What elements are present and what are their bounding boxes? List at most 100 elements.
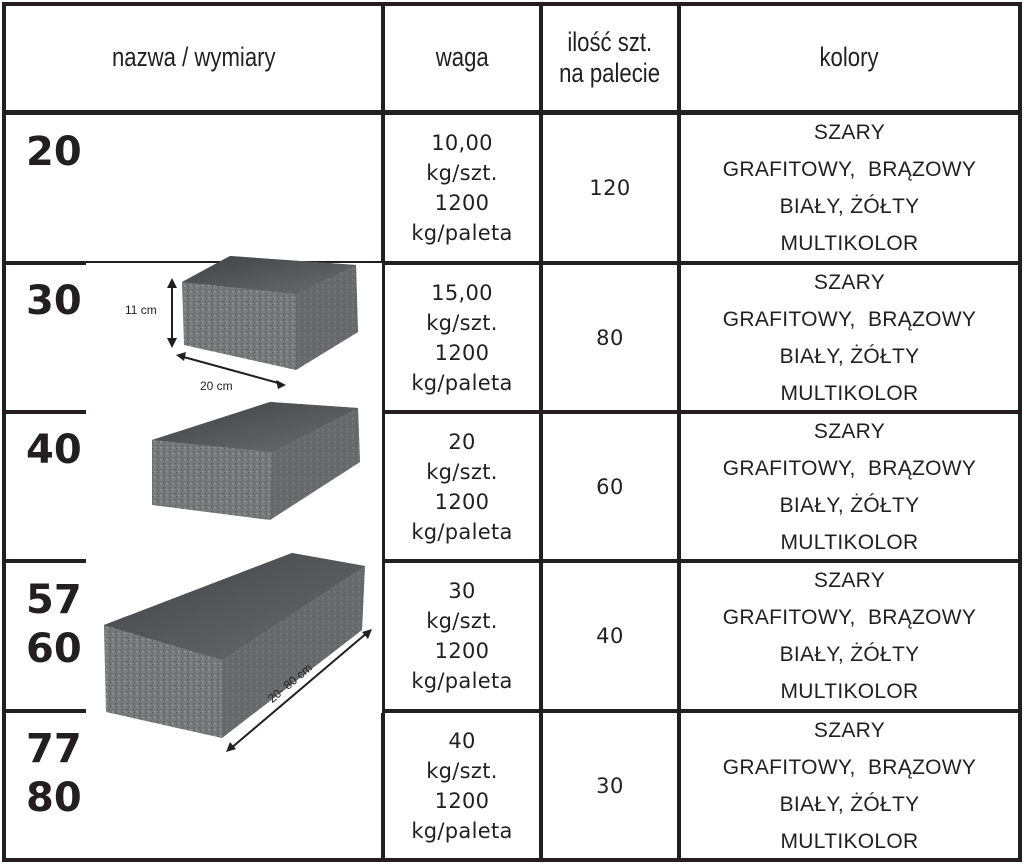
row-2-colors: SZARY GRAFITOWY, BRĄZOWY BIAŁY, ŻÓŁTY MU…	[681, 265, 1018, 410]
row-3-color-1: SZARY	[813, 419, 886, 443]
width-label: 20 cm	[200, 379, 233, 393]
row-5-weight-value: 40	[448, 728, 476, 753]
row-5-color-3: BIAŁY, ŻÓŁTY	[779, 792, 920, 816]
row-1-color-1: SZARY	[813, 121, 886, 144]
row-4-pallet-unit: kg/paleta	[411, 669, 513, 693]
row-4-color-4: MULTIKOLOR	[780, 680, 919, 703]
row-2-name: 30	[26, 277, 82, 326]
row-3-pallet-weight: 1200	[434, 489, 490, 514]
column-divider-2	[539, 2, 543, 862]
row-5-color-2: GRAFITOWY, BRĄZOWY	[722, 755, 977, 779]
row-5-name-line2: 80	[26, 774, 82, 821]
header-name-dims: nazwa / wymiary	[6, 6, 381, 110]
row-2-weight-unit: kg/szt.	[426, 310, 498, 335]
row-3-name-line1: 40	[26, 427, 82, 473]
row-5-qty-value: 30	[596, 773, 624, 798]
row-1-color-3: BIAŁY, ŻÓŁTY	[779, 195, 920, 218]
row-3-qty: 60	[543, 414, 677, 559]
row-2-weight: 15,00 kg/szt. 1200 kg/paleta	[385, 265, 539, 410]
row-divider-3	[2, 559, 1022, 563]
row-2-color-4: MULTIKOLOR	[780, 381, 919, 405]
row-5-color-4: MULTIKOLOR	[780, 829, 919, 853]
table-border-bottom	[2, 858, 1022, 862]
row-3-color-3: BIAŁY, ŻÓŁTY	[779, 493, 920, 517]
row-1-color-4: MULTIKOLOR	[780, 232, 919, 255]
table-border-top	[2, 2, 1022, 6]
row-4-weight-value: 30	[448, 579, 476, 603]
row-4-weight-unit: kg/szt.	[426, 609, 498, 633]
row-4-pallet-weight: 1200	[434, 639, 490, 663]
width-arrow	[176, 352, 286, 389]
block-small-image	[182, 256, 358, 370]
row-1-colors: SZARY GRAFITOWY, BRĄZOWY BIAŁY, ŻÓŁTY MU…	[681, 115, 1018, 261]
row-5-name-line1: 77	[26, 726, 82, 772]
header-name-dims-label: nazwa / wymiary	[111, 42, 276, 73]
row-3-pallet-unit: kg/paleta	[411, 519, 513, 544]
row-2-color-3: BIAŁY, ŻÓŁTY	[779, 344, 920, 368]
row-2-color-2: GRAFITOWY, BRĄZOWY	[722, 307, 977, 331]
row-divider-1-left	[2, 261, 86, 265]
row-1-name-line1: 20	[26, 129, 82, 175]
header-divider	[2, 110, 1022, 115]
row-1-weight-value: 10,00	[431, 131, 493, 155]
height-label: 11 cm	[125, 303, 157, 317]
row-2-qty-value: 80	[596, 325, 624, 350]
row-3-name: 40	[26, 426, 82, 475]
header-colors: kolory	[681, 6, 1018, 110]
table-border-left	[2, 2, 6, 862]
row-3-qty-value: 60	[596, 474, 624, 499]
row-3-colors: SZARY GRAFITOWY, BRĄZOWY BIAŁY, ŻÓŁTY MU…	[681, 414, 1018, 559]
row-divider-1	[2, 261, 1022, 265]
row-divider-2	[2, 410, 1022, 414]
height-arrow	[167, 278, 177, 348]
row-5-weight-unit: kg/szt.	[426, 758, 498, 783]
column-divider-1	[381, 2, 385, 862]
row-2-weight-value: 15,00	[431, 280, 493, 305]
header-qty-line2: na palecie	[559, 58, 661, 88]
table-border-right	[1018, 2, 1022, 862]
row-4-name-line1: 57	[26, 577, 82, 623]
row-3-weight-unit: kg/szt.	[426, 459, 498, 484]
row-2-pallet-weight: 1200	[434, 340, 490, 365]
column-divider-3	[677, 2, 681, 862]
row-5-weight: 40 kg/szt. 1200 kg/paleta	[385, 713, 539, 858]
row-1-name: 20	[26, 128, 82, 177]
row-1-qty: 120	[543, 115, 677, 261]
header-weight: waga	[385, 6, 539, 110]
row-5-pallet-unit: kg/paleta	[411, 818, 513, 843]
block-long-image	[104, 553, 365, 738]
row-4-qty-value: 40	[596, 624, 624, 648]
row-1-color-2: GRAFITOWY, BRĄZOWY	[722, 158, 977, 181]
header-qty-line1: ilość szt.	[567, 26, 653, 57]
row-3-weight: 20 kg/szt. 1200 kg/paleta	[385, 414, 539, 559]
row-4-name: 57 60	[26, 576, 82, 674]
row-4-qty: 40	[543, 563, 677, 709]
row-divider-4	[2, 709, 1022, 713]
header-qty: ilość szt. na palecie	[543, 6, 677, 110]
header-weight-label: waga	[435, 42, 489, 73]
row-3-color-4: MULTIKOLOR	[780, 530, 919, 554]
row-5-colors: SZARY GRAFITOWY, BRĄZOWY BIAŁY, ŻÓŁTY MU…	[681, 713, 1018, 858]
row-2-color-1: SZARY	[813, 270, 886, 294]
row-1-qty-value: 120	[589, 176, 631, 200]
row-4-color-3: BIAŁY, ŻÓŁTY	[779, 643, 920, 666]
row-3-color-2: GRAFITOWY, BRĄZOWY	[722, 456, 977, 480]
row-divider-3-left	[2, 559, 86, 563]
row-4-colors: SZARY GRAFITOWY, BRĄZOWY BIAŁY, ŻÓŁTY MU…	[681, 563, 1018, 709]
row-4-weight: 30 kg/szt. 1200 kg/paleta	[385, 563, 539, 709]
row-2-pallet-unit: kg/paleta	[411, 370, 513, 395]
row-5-name: 77 80	[26, 725, 82, 823]
row-1-weight: 10,00 kg/szt. 1200 kg/paleta	[385, 115, 539, 261]
row-4-color-1: SZARY	[813, 569, 886, 592]
row-4-color-2: GRAFITOWY, BRĄZOWY	[722, 606, 977, 629]
row-2-name-line1: 30	[26, 278, 82, 324]
row-1-pallet-weight: 1200	[434, 191, 490, 215]
row-5-pallet-weight: 1200	[434, 788, 490, 813]
row-1-pallet-unit: kg/paleta	[411, 221, 513, 245]
header-colors-label: kolory	[819, 42, 880, 73]
length-arrow	[226, 629, 372, 752]
row-2-qty: 80	[543, 265, 677, 410]
row-3-weight-value: 20	[448, 429, 476, 454]
